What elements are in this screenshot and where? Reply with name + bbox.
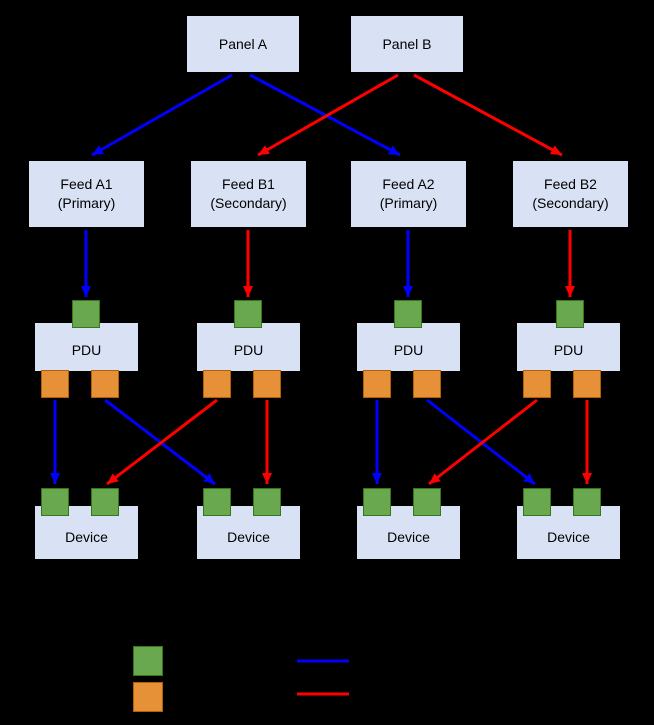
pdu-1-label: PDU — [71, 341, 102, 358]
device-3-input-port-left — [363, 488, 391, 516]
edge-pdu-4-to-device-3 — [428, 398, 538, 486]
pdu-4-label: PDU — [553, 341, 584, 358]
node-feed-a1: Feed A1 (Primary) — [28, 160, 145, 228]
panel-b-label: Panel B — [382, 35, 432, 52]
legend-output-port-swatch — [133, 682, 163, 712]
device-1-input-port-right — [91, 488, 119, 516]
panel-a-label: Panel A — [218, 35, 268, 52]
pdu-1-output-port-left — [41, 370, 69, 398]
edge-panel-a-to-feed-a2 — [249, 73, 401, 157]
pdu-3-output-port-left — [363, 370, 391, 398]
node-pdu-4: PDU — [516, 322, 621, 372]
edge-panel-b-to-feed-b1 — [257, 73, 399, 157]
feed-b1-name: Feed B1 — [222, 176, 275, 192]
pdu-3-label: PDU — [393, 341, 424, 358]
node-feed-a2: Feed A2 (Primary) — [350, 160, 467, 228]
pdu-3-input-port — [394, 300, 422, 328]
feed-a1-name: Feed A1 — [60, 176, 113, 192]
device-4-input-port-left — [523, 488, 551, 516]
feed-a2-name: Feed A2 — [382, 176, 435, 192]
feed-b1-role: (Secondary) — [210, 195, 287, 211]
edge-panel-a-to-feed-a1 — [91, 73, 233, 157]
node-feed-b1: Feed B1 (Secondary) — [190, 160, 307, 228]
edge-panel-b-to-feed-b2 — [413, 73, 563, 157]
node-pdu-1: PDU — [34, 322, 139, 372]
feed-a2-role: (Primary) — [379, 195, 438, 211]
device-2-input-port-left — [203, 488, 231, 516]
feed-a1-role: (Primary) — [57, 195, 116, 211]
edge-pdu-3-to-device-4 — [426, 398, 536, 486]
pdu-2-output-port-left — [203, 370, 231, 398]
pdu-3-output-port-right — [413, 370, 441, 398]
pdu-2-input-port — [234, 300, 262, 328]
device-3-label: Device — [387, 529, 430, 545]
node-device-1: Device — [34, 505, 139, 560]
device-1-input-port-left — [41, 488, 69, 516]
pdu-1-output-port-right — [91, 370, 119, 398]
pdu-1-input-port — [72, 300, 100, 328]
pdu-4-input-port — [556, 300, 584, 328]
device-4-input-port-right — [573, 488, 601, 516]
device-4-label: Device — [547, 529, 590, 545]
feed-b2-name: Feed B2 — [544, 176, 597, 192]
device-2-label: Device — [227, 529, 270, 545]
pdu-2-output-port-right — [253, 370, 281, 398]
node-feed-b2: Feed B2 (Secondary) — [512, 160, 629, 228]
device-3-input-port-right — [413, 488, 441, 516]
node-pdu-3: PDU — [356, 322, 461, 372]
node-panel-a: Panel A — [186, 15, 300, 73]
pdu-2-label: PDU — [233, 341, 264, 358]
legend-input-port-swatch — [133, 646, 163, 676]
edge-pdu-1-to-device-2 — [104, 398, 216, 486]
device-1-label: Device — [65, 529, 108, 545]
node-panel-b: Panel B — [350, 15, 464, 73]
pdu-4-output-port-left — [523, 370, 551, 398]
edge-pdu-2-to-device-1 — [106, 398, 218, 486]
pdu-4-output-port-right — [573, 370, 601, 398]
node-pdu-2: PDU — [196, 322, 301, 372]
device-2-input-port-right — [253, 488, 281, 516]
feed-b2-role: (Secondary) — [532, 195, 609, 211]
